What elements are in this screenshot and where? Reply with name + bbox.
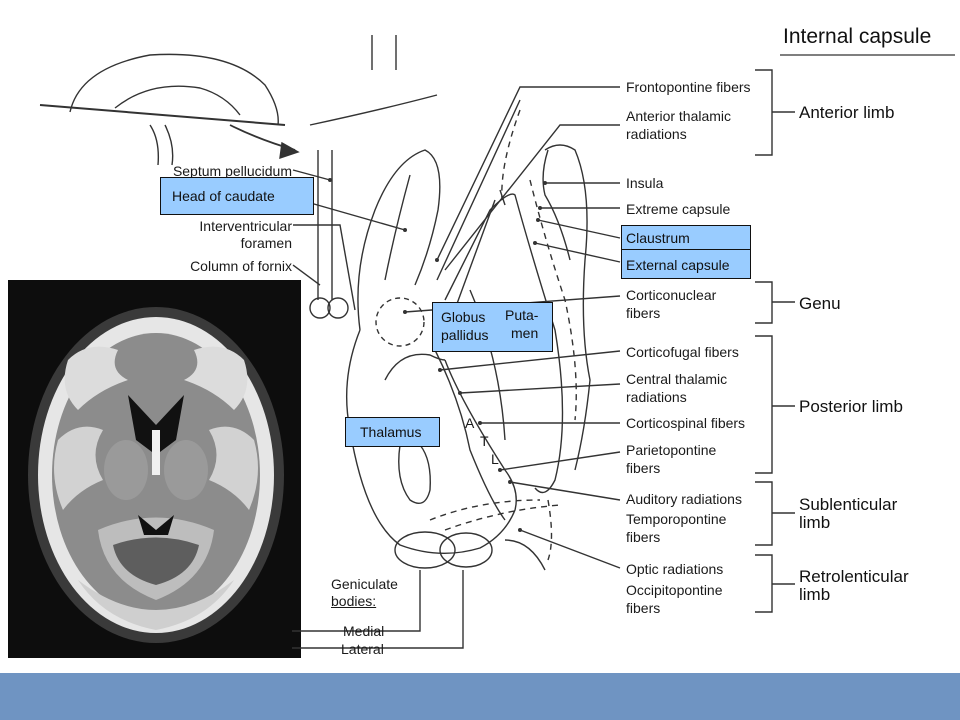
label-auditory: Auditory radiations bbox=[626, 491, 742, 507]
label-occipitopontine-fibers: fibers bbox=[626, 600, 661, 616]
putamen-text-1: Puta- bbox=[505, 307, 539, 323]
label-frontopontine: Frontopontine fibers bbox=[626, 79, 751, 95]
label-occipitopontine: Occipitopontine bbox=[626, 582, 723, 598]
label-medial: Medial bbox=[343, 623, 385, 639]
label-corticofugal: Corticofugal fibers bbox=[626, 344, 739, 360]
group-retrolenticular: Retrolenticular bbox=[799, 567, 909, 586]
thalamus-text: Thalamus bbox=[360, 424, 422, 440]
external-capsule-text: External capsule bbox=[626, 257, 730, 273]
group-sublenticular-limb: limb bbox=[799, 513, 831, 532]
label-central-thalamic: Central thalamic bbox=[626, 371, 728, 387]
label-anterior-thalamic-radiations: radiations bbox=[626, 126, 687, 142]
section-plane-line bbox=[39, 104, 286, 126]
label-t: T bbox=[480, 433, 489, 449]
label-extreme-capsule: Extreme capsule bbox=[626, 201, 731, 217]
diagram-title: Internal capsule bbox=[783, 25, 932, 48]
label-septum-pellucidum: Septum pellucidum bbox=[172, 163, 292, 179]
sagittal-outline bbox=[69, 53, 279, 126]
footer-bar bbox=[0, 673, 960, 720]
sagittal-corpus bbox=[114, 85, 241, 116]
mri-axial-image bbox=[8, 280, 301, 658]
group-retrolenticular-limb: limb bbox=[799, 585, 831, 604]
label-lateral: Lateral bbox=[341, 641, 384, 657]
label-claustrum: Claustrum bbox=[621, 225, 751, 250]
label-corticonuclear: Corticonuclear bbox=[626, 287, 717, 303]
label-central-thalamic-radiations: radiations bbox=[626, 389, 687, 405]
label-interventricular: Interventricular bbox=[199, 218, 292, 234]
label-bodies: bodies: bbox=[331, 593, 377, 609]
label-optic: Optic radiations bbox=[626, 561, 724, 577]
label-column-of-fornix: Column of fornix bbox=[190, 258, 292, 274]
label-geniculate: Geniculate bbox=[331, 576, 398, 592]
label-external-capsule: External capsule bbox=[621, 249, 751, 279]
label-head-of-caudate: Head of caudate bbox=[160, 177, 314, 215]
label-temporopontine: Temporopontine bbox=[626, 511, 727, 527]
group-posterior-limb: Posterior limb bbox=[799, 397, 903, 416]
label-l: L bbox=[491, 451, 499, 467]
group-anterior-limb: Anterior limb bbox=[799, 103, 895, 122]
label-corticonuclear-fibers: fibers bbox=[626, 305, 661, 321]
label-parietopontine: Parietopontine bbox=[626, 442, 717, 458]
group-genu: Genu bbox=[799, 294, 841, 313]
head-of-caudate-text: Head of caudate bbox=[172, 188, 275, 204]
label-anterior-thalamic: Anterior thalamic bbox=[626, 108, 732, 124]
label-corticospinal: Corticospinal fibers bbox=[626, 415, 746, 431]
label-globus-putamen-box: Globus pallidus Puta- men bbox=[432, 302, 553, 352]
globus-text-1: Globus bbox=[441, 309, 486, 325]
claustrum-text: Claustrum bbox=[626, 230, 690, 246]
group-sublenticular: Sublenticular bbox=[799, 495, 898, 514]
label-thalamus: Thalamus bbox=[345, 417, 440, 447]
label-insula: Insula bbox=[626, 175, 664, 191]
label-a: A bbox=[465, 415, 475, 431]
label-parietopontine-fibers: fibers bbox=[626, 460, 661, 476]
mri-drawing bbox=[28, 307, 284, 643]
globus-text-2: pallidus bbox=[441, 327, 489, 343]
arrow-head bbox=[279, 141, 300, 160]
label-foramen: foramen bbox=[240, 235, 292, 251]
putamen-text-2: men bbox=[511, 325, 539, 341]
label-temporopontine-fibers: fibers bbox=[626, 529, 661, 545]
